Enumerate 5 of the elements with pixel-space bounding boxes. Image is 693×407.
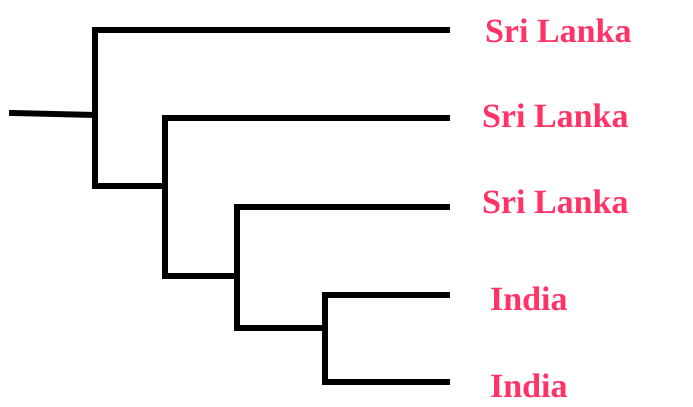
tip-label: Sri Lanka <box>482 100 628 134</box>
tip-label: India <box>490 283 568 317</box>
tip-label: India <box>490 370 568 404</box>
tip-label: Sri Lanka <box>485 15 632 49</box>
tip-label: Sri Lanka <box>482 186 628 220</box>
